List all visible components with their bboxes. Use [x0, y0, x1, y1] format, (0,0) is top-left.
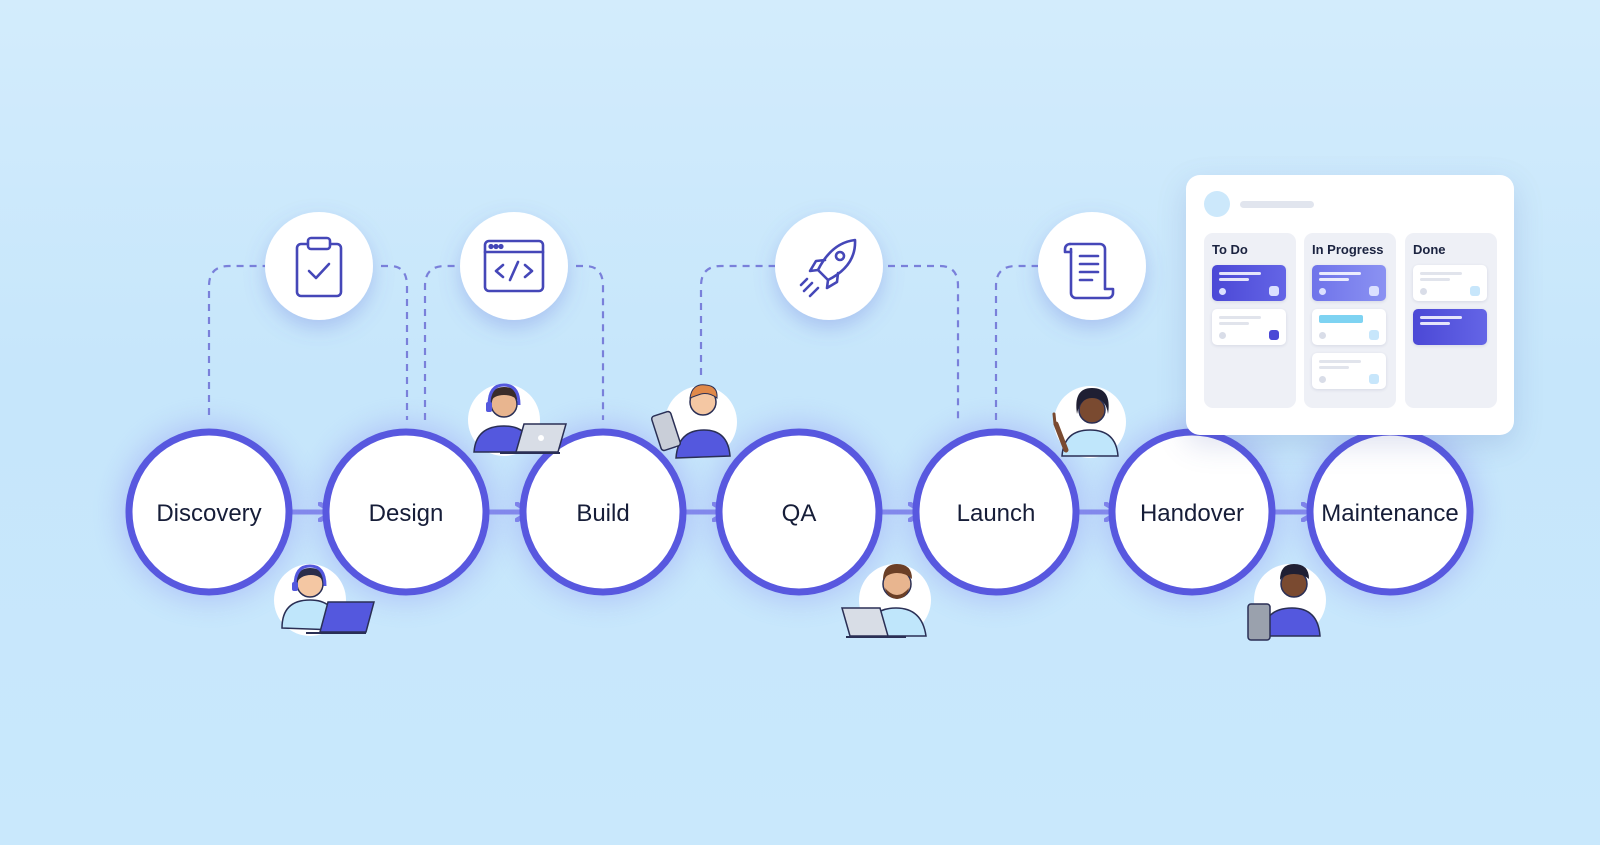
code-window-icon [483, 239, 545, 293]
rocket-icon [799, 238, 857, 298]
stage-label-design: Design [369, 500, 444, 527]
kanban-board: To Do In Progress Done [1186, 175, 1514, 435]
connector-launch-scroll [994, 264, 1038, 420]
stage-launch: Launch [910, 426, 1082, 598]
board-column-in-progress: In Progress [1304, 233, 1396, 408]
icon-bubble-rocket [775, 212, 883, 320]
kanban-card [1312, 265, 1386, 301]
stage-maintenance: Maintenance [1304, 426, 1476, 598]
board-column-todo: To Do [1204, 233, 1296, 408]
kanban-card [1413, 265, 1487, 301]
connector-code-build [576, 264, 605, 420]
person-tablet-2 [1247, 564, 1326, 641]
connector-discovery-clipboard [207, 264, 266, 415]
column-title-todo: To Do [1212, 242, 1248, 257]
kanban-card [1312, 353, 1386, 389]
person-headset-laptop-1 [274, 564, 375, 636]
column-title-in-progress: In Progress [1312, 242, 1384, 257]
stage-label-maintenance: Maintenance [1321, 500, 1458, 527]
stage-discovery: Discovery [123, 426, 295, 598]
board-column-done: Done [1405, 233, 1497, 408]
person-laptop-beard [841, 564, 931, 638]
stage-label-discovery: Discovery [156, 500, 261, 527]
stage-handover: Handover [1106, 426, 1278, 598]
kanban-card [1312, 309, 1386, 345]
scroll-document-icon [1063, 242, 1115, 300]
connector-qa-rocket [699, 264, 775, 375]
kanban-card [1212, 309, 1286, 345]
clipboard-check-icon [295, 236, 343, 298]
dashed-connectors [207, 264, 1038, 420]
stage-design: Design [320, 426, 492, 598]
person-tablet-1 [650, 384, 737, 459]
icon-bubble-scroll [1038, 212, 1146, 320]
icon-bubble-code [460, 212, 568, 320]
kanban-card [1413, 309, 1487, 345]
stage-label-build: Build [576, 500, 629, 527]
connector-design-code [423, 264, 460, 420]
board-title-placeholder [1240, 201, 1314, 208]
kanban-card [1212, 265, 1286, 301]
stage-build: Build [517, 426, 689, 598]
stage-label-handover: Handover [1140, 500, 1244, 527]
board-avatar [1204, 191, 1230, 217]
stage-label-qa: QA [782, 500, 817, 527]
stage-label-launch: Launch [957, 500, 1036, 527]
connector-clipboard-design [381, 264, 409, 420]
column-title-done: Done [1413, 242, 1446, 257]
person-headset-laptop-2 [468, 383, 567, 456]
stage-qa: QA [713, 426, 885, 598]
icon-bubble-clipboard [265, 212, 373, 320]
person-pointing [1052, 386, 1126, 458]
connector-rocket-launch [888, 264, 960, 420]
